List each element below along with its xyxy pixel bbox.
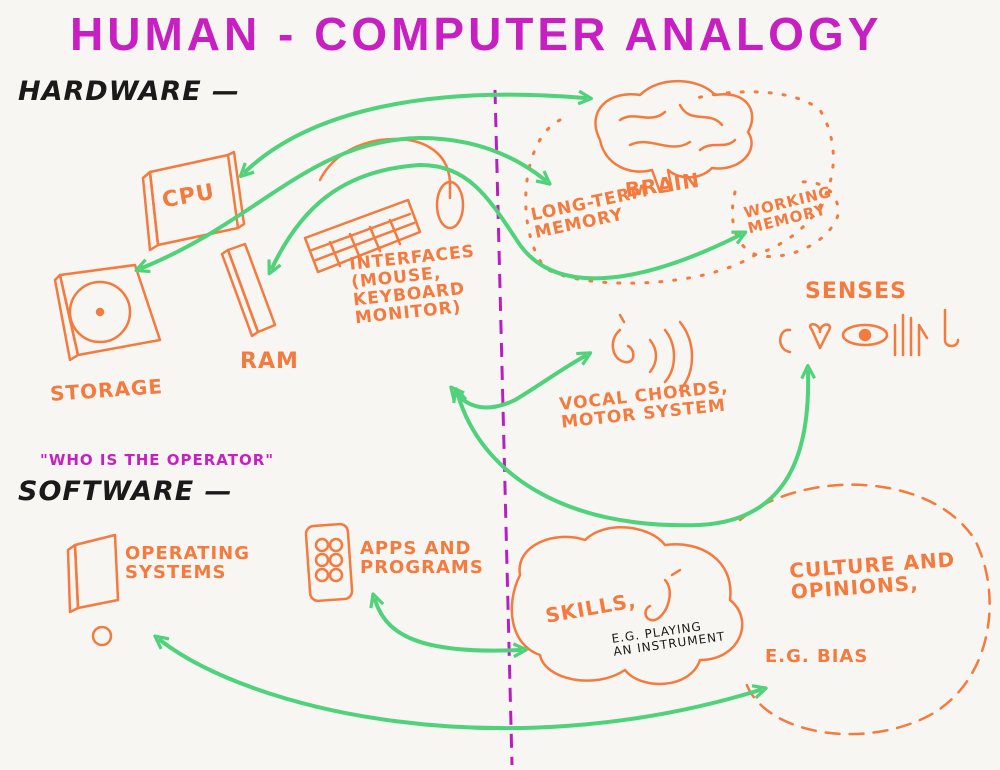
apps-programs-label: APPS AND PROGRAMS [360, 538, 484, 578]
phone-apps-icon [304, 522, 354, 603]
arrow-storage-longterm [134, 136, 552, 274]
ram-label: RAM [240, 349, 299, 374]
senses-icons [779, 308, 960, 357]
arrow-os-culture [153, 634, 768, 731]
ram-icon [220, 242, 277, 338]
culture-example-label: E.G. BIAS [765, 646, 869, 667]
center-divider [493, 89, 514, 766]
page-title: HUMAN - COMPUTER ANALOGY [70, 8, 883, 60]
operating-systems-label: OPERATING SYSTEMS [125, 543, 250, 583]
os-computer-icon [66, 533, 120, 647]
storage-disk-icon [53, 263, 162, 362]
software-heading: SOFTWARE — [18, 476, 233, 507]
saxophone-icon [644, 568, 682, 622]
hardware-heading: HARDWARE — [18, 76, 241, 107]
arrow-apps-skills [369, 592, 528, 659]
culture-outline [738, 483, 991, 736]
senses-label: SENSES [805, 279, 908, 304]
arrow-cpu-brain [238, 89, 593, 179]
interfaces-label: INTERFACES (MOUSE, KEYBOARD MONITOR) [348, 241, 476, 328]
operator-question: "WHO IS THE OPERATOR" [40, 451, 275, 469]
brain-icon [594, 79, 754, 194]
arrow-interfaces-senses [452, 364, 816, 528]
ear-sound-icon [611, 313, 694, 392]
arrow-ram-workingmemory [267, 163, 748, 281]
